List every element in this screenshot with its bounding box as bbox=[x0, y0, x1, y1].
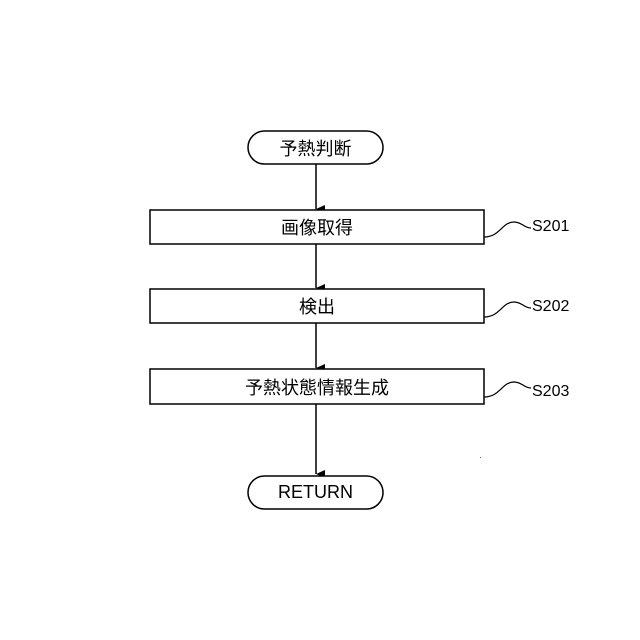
leader-line-s203 bbox=[484, 382, 531, 397]
step-id-s202: S202 bbox=[532, 298, 569, 316]
step-id-s201: S201 bbox=[532, 218, 569, 236]
start-label: 予熱判断 bbox=[248, 131, 383, 164]
step-s202-label: 検出 bbox=[150, 289, 484, 323]
leader-line-s201 bbox=[484, 222, 531, 237]
scan-dot bbox=[480, 457, 481, 458]
step-s201-label: 画像取得 bbox=[150, 210, 484, 244]
leader-line-s202 bbox=[484, 302, 531, 317]
step-id-s203: S203 bbox=[532, 383, 569, 401]
step-s203-label: 予熱状態情報生成 bbox=[150, 369, 484, 404]
end-label: RETURN bbox=[248, 476, 383, 509]
